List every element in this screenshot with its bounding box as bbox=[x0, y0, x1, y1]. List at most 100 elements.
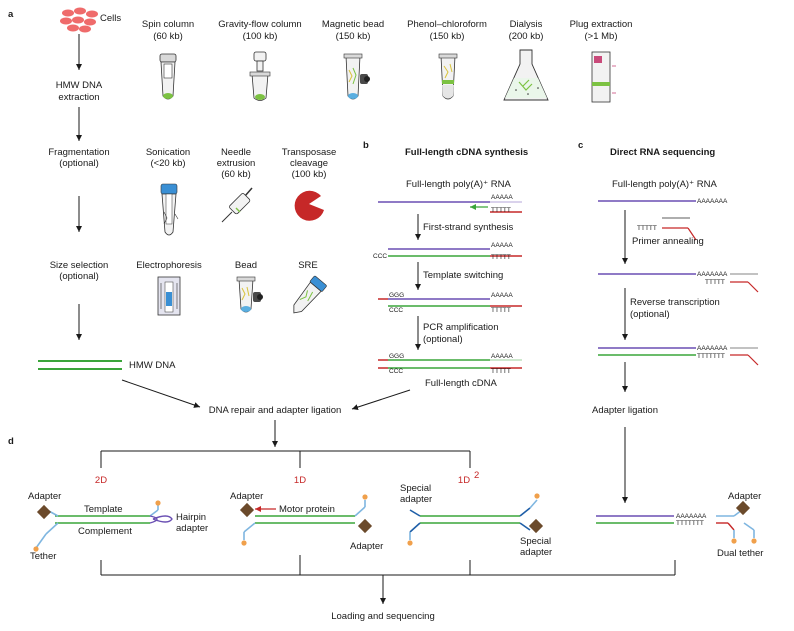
seq-a7: AAAAAAA bbox=[697, 271, 728, 278]
phenol-tube-icon bbox=[438, 53, 458, 100]
motor-protein-label: Motor protein bbox=[279, 504, 335, 515]
tether-label: Tether bbox=[30, 551, 56, 562]
dialysis-flask-icon bbox=[503, 49, 549, 101]
primer-graphic bbox=[662, 217, 697, 241]
fragmentation-label-2: (optional) bbox=[59, 158, 99, 169]
needle-icon bbox=[221, 187, 253, 223]
seq-a7: AAAAAAA bbox=[697, 345, 728, 352]
construct-1d2 bbox=[407, 493, 544, 546]
panel-label-d: d bbox=[8, 436, 14, 447]
frag-needle-2: extrusion bbox=[217, 158, 256, 169]
fragmentation-label: Fragmentation bbox=[48, 147, 109, 158]
method-magnetic-bead: Magnetic bead bbox=[322, 19, 384, 30]
panel-b-cdna bbox=[378, 359, 522, 369]
method-gravity-flow-size: (100 kb) bbox=[243, 31, 278, 42]
method-phenol-size: (150 kb) bbox=[430, 31, 465, 42]
special-adapter-label-left: Special bbox=[400, 483, 431, 494]
gravity-column-icon bbox=[249, 51, 271, 101]
seq-t5: TTTTT bbox=[637, 225, 657, 232]
panel-c-rna-label: Full-length poly(A)⁺ RNA bbox=[612, 179, 717, 190]
mode-1d2-superscript: 2 bbox=[474, 470, 479, 481]
panel-c-annealed bbox=[598, 273, 759, 293]
step-reverse-transcription: Reverse transcription bbox=[630, 297, 720, 308]
spin-column-icon bbox=[159, 53, 177, 100]
size-bead: Bead bbox=[235, 260, 257, 271]
adapter-label-1d-left: Adapter bbox=[230, 491, 263, 502]
method-plug: Plug extraction bbox=[570, 19, 633, 30]
merge-arrow-left bbox=[121, 379, 201, 408]
plug-extraction-icon bbox=[591, 51, 616, 103]
seq-ccc: CCC bbox=[389, 368, 403, 375]
frag-transposase-size: (100 kb) bbox=[292, 169, 327, 180]
frag-needle-size: (60 kb) bbox=[221, 169, 251, 180]
special-adapter-label-left-2: adapter bbox=[400, 494, 432, 505]
seq-ggg: GGG bbox=[389, 292, 404, 299]
extraction-label: HMW DNA bbox=[56, 80, 103, 91]
seq-a7-rna: AAAAAAA bbox=[676, 513, 707, 520]
size-selection-label-2: (optional) bbox=[59, 271, 99, 282]
merge-arrow-right bbox=[351, 389, 411, 410]
frag-needle: Needle bbox=[221, 147, 251, 158]
method-dialysis: Dialysis bbox=[510, 19, 543, 30]
panel-b-title: Full-length cDNA synthesis bbox=[405, 147, 528, 158]
special-adapter-label-right: Special bbox=[520, 536, 551, 547]
seq-aaaaa: AAAAA bbox=[491, 292, 513, 299]
panel-b-template-switch bbox=[378, 298, 522, 307]
method-magnetic-bead-size: (150 kb) bbox=[336, 31, 371, 42]
seq-aaaaa: AAAAA bbox=[491, 353, 513, 360]
step-pcr: PCR amplification bbox=[423, 322, 499, 333]
special-adapter-label-right-2: adapter bbox=[520, 547, 552, 558]
size-selection-label: Size selection bbox=[50, 260, 109, 271]
panel-label-a: a bbox=[8, 9, 14, 20]
mode-1d2: 1D bbox=[458, 475, 470, 486]
frag-transposase-2: cleavage bbox=[290, 158, 328, 169]
mode-2d: 2D bbox=[95, 475, 107, 486]
construct-2d bbox=[33, 500, 173, 552]
method-spin-column: Spin column bbox=[142, 19, 194, 30]
extraction-label-2: extraction bbox=[58, 92, 99, 103]
template-label: Template bbox=[84, 504, 123, 515]
hmw-dna-label: HMW DNA bbox=[129, 360, 176, 371]
mode-1d: 1D bbox=[294, 475, 306, 486]
step-pcr-optional: (optional) bbox=[423, 334, 463, 345]
seq-ccc: CCC bbox=[373, 253, 387, 260]
seq-ttttt: TTTTT bbox=[491, 254, 511, 261]
adapter-label-2d: Adapter bbox=[28, 491, 61, 502]
method-plug-size: (>1 Mb) bbox=[585, 31, 618, 42]
panel-label-c: c bbox=[578, 140, 583, 151]
seq-aaaaa: AAAAA bbox=[491, 194, 513, 201]
transposase-icon bbox=[294, 190, 324, 221]
seq-a7: AAAAAAA bbox=[697, 198, 728, 205]
sonication-icon bbox=[160, 183, 179, 236]
step-first-strand: First-strand synthesis bbox=[423, 222, 514, 233]
panel-b-rna-step bbox=[378, 201, 522, 213]
seq-t5: TTTTT bbox=[705, 279, 725, 286]
panel-c-title: Direct RNA sequencing bbox=[610, 147, 715, 158]
frag-sonication: Sonication bbox=[146, 147, 190, 158]
frag-sonication-size: (<20 kb) bbox=[150, 158, 185, 169]
method-spin-column-size: (60 kb) bbox=[153, 31, 183, 42]
final-merge-lines bbox=[100, 555, 676, 576]
step-rt-optional: (optional) bbox=[630, 309, 670, 320]
panel-b-first-strand bbox=[388, 248, 522, 257]
adapter-label-rna: Adapter bbox=[728, 491, 761, 502]
complement-label: Complement bbox=[78, 526, 132, 537]
merge-label: DNA repair and adapter ligation bbox=[209, 405, 342, 416]
seq-ttttt: TTTTT bbox=[491, 207, 511, 214]
hmw-dna-strands bbox=[38, 360, 122, 370]
seq-ttttt: TTTTT bbox=[491, 368, 511, 375]
adapter-ligation-label: Adapter ligation bbox=[592, 405, 658, 416]
panel-b-rna-label: Full-length poly(A)⁺ RNA bbox=[406, 179, 511, 190]
panel-d-branch-lines bbox=[100, 450, 471, 468]
extraction-method-labels: Spin column (60 kb) Gravity-flow column … bbox=[142, 19, 633, 42]
seq-ggg: GGG bbox=[389, 353, 404, 360]
panel-b-result: Full-length cDNA bbox=[425, 378, 497, 389]
method-dialysis-size: (200 kb) bbox=[509, 31, 544, 42]
construct-1d bbox=[239, 494, 373, 546]
cells-icon bbox=[60, 7, 98, 33]
seq-ccc: CCC bbox=[389, 307, 403, 314]
seq-t7-rna: TTTTTTT bbox=[676, 520, 704, 527]
bead-icon bbox=[236, 276, 263, 313]
adapter-label-1d-right: Adapter bbox=[350, 541, 383, 552]
